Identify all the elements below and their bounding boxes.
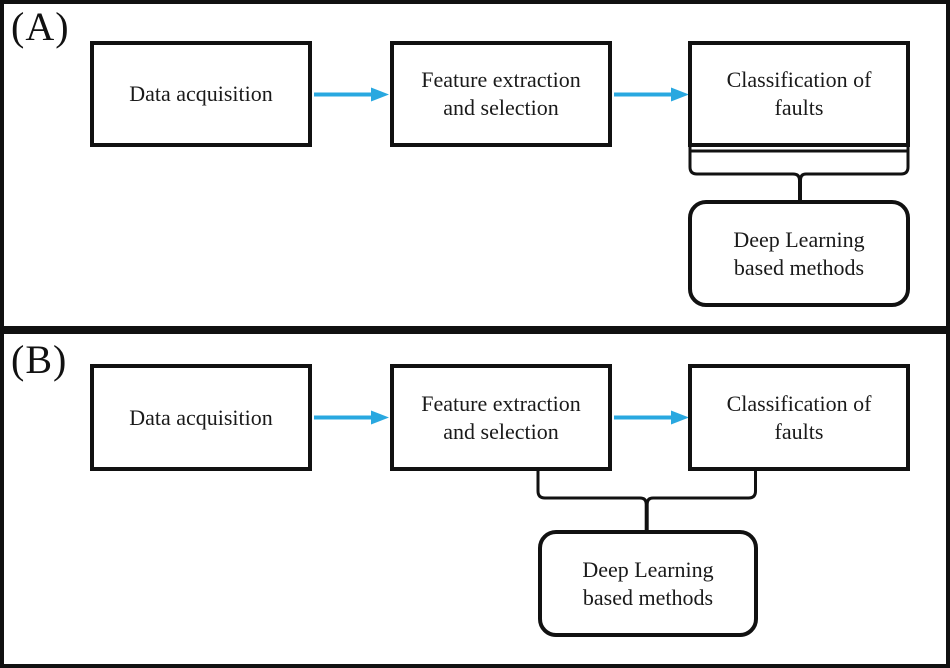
box-text-line: faults xyxy=(774,418,824,444)
box-text-line: Classification of xyxy=(726,67,872,92)
arrow-data-to-feature-a xyxy=(314,87,389,102)
box-text-line: Feature extraction xyxy=(421,390,581,416)
panel-a: (A) Data acquisition Feature extrac xyxy=(0,0,950,330)
panel-b-label: (B) xyxy=(11,337,68,382)
box-text-line: and selection xyxy=(443,95,559,120)
box-text-line: faults xyxy=(774,95,824,120)
box-classification-b: Classification of faults xyxy=(688,364,910,471)
box-data-acquisition-a: Data acquisition xyxy=(90,41,312,147)
arrow-feature-to-classification-a xyxy=(614,87,689,102)
brace-right-half xyxy=(645,469,757,532)
box-text-line: and selection xyxy=(443,418,559,444)
box-feature-extraction-b: Feature extraction and selection xyxy=(390,364,612,471)
brace-right-half xyxy=(799,145,910,202)
box-text-line: Data acquisition xyxy=(129,81,273,106)
panel-b: (B) Data acquisition Feature extraction xyxy=(0,330,950,668)
box-feature-extraction-a: Feature extraction and selection xyxy=(390,41,612,147)
box-text-line: Classification of xyxy=(726,390,872,416)
box-classification-a: Classification of faults xyxy=(688,41,910,147)
box-text-line: Data acquisition xyxy=(129,404,273,430)
box-text-line: based methods xyxy=(733,254,865,280)
box-text-line: Feature extraction xyxy=(421,67,581,92)
arrow-head-icon xyxy=(371,410,389,425)
brace-left-half xyxy=(688,145,801,202)
arrow-feature-to-classification-b xyxy=(614,410,689,425)
box-data-acquisition-b: Data acquisition xyxy=(90,364,312,471)
arrow-head-icon xyxy=(371,87,389,102)
arrow-head-icon xyxy=(671,87,689,102)
brace-features-and-classification-to-deep-learning xyxy=(536,469,757,532)
panel-a-label: (A) xyxy=(11,4,70,49)
brace-classification-to-deep-learning xyxy=(688,145,910,202)
box-text-line: Deep Learning xyxy=(733,226,865,252)
arrow-head-icon xyxy=(671,410,689,425)
box-deep-learning-a: Deep Learning based methods xyxy=(688,200,910,307)
box-deep-learning-b: Deep Learning based methods xyxy=(538,530,758,637)
box-text-line: Deep Learning xyxy=(582,556,714,582)
box-text-line: based methods xyxy=(582,584,714,610)
arrow-data-to-feature-b xyxy=(314,410,389,425)
brace-left-half xyxy=(536,469,648,532)
